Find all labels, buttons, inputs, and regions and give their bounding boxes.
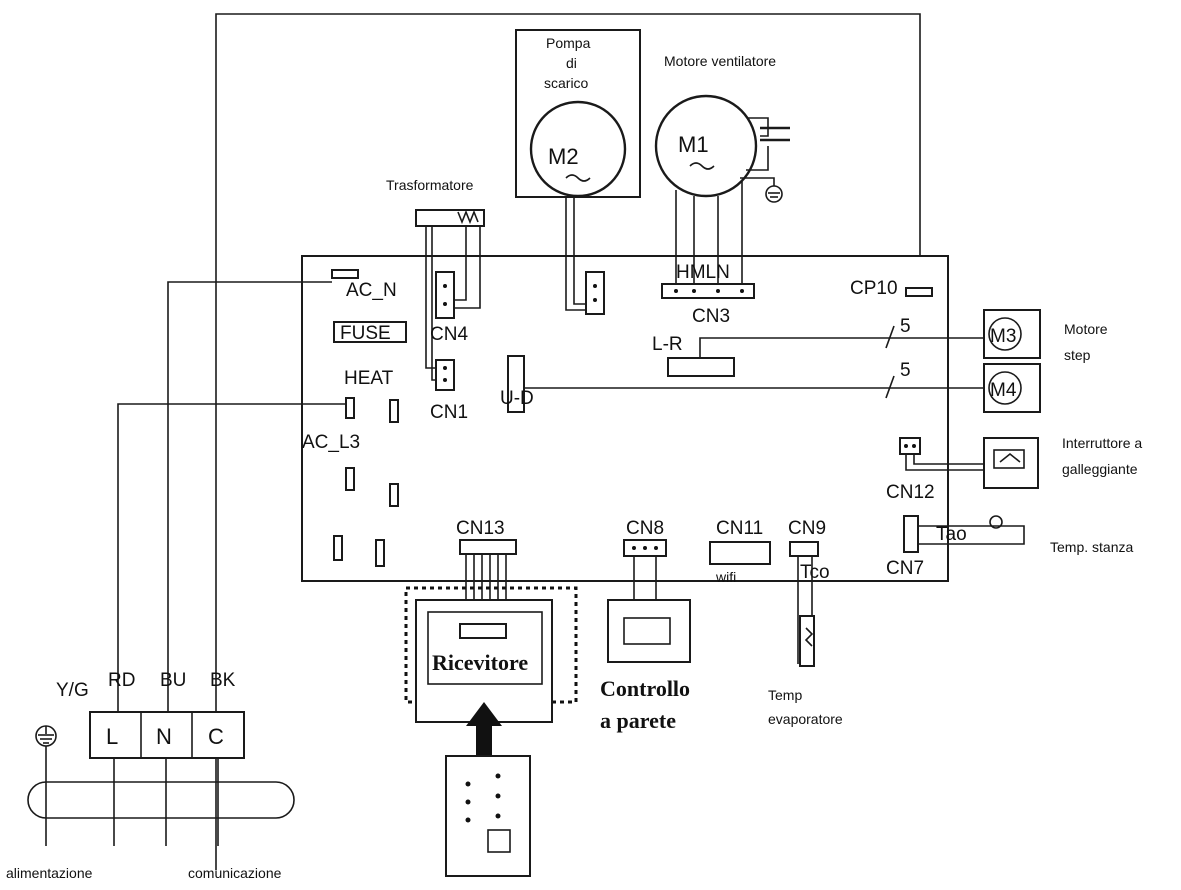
cn11-connector — [709, 541, 771, 565]
board-terminals — [333, 397, 399, 567]
cn12-connector — [899, 437, 921, 455]
m2-label: M2 — [548, 144, 579, 169]
count-label-a: 5 — [900, 316, 911, 337]
cn13-label: CN13 — [456, 518, 505, 539]
receiver-label: Ricevitore — [432, 650, 528, 675]
yg-label: Y/G — [56, 680, 89, 701]
m3-label: M3 — [990, 326, 1016, 347]
wall-ctrl-label-1: Controllo — [600, 676, 690, 701]
bu-label: BU — [160, 670, 186, 691]
transformer: Trasformatore — [386, 177, 485, 391]
pump-connector — [585, 271, 605, 315]
cn12-label: CN12 — [886, 482, 935, 503]
l-r-label: L-R — [652, 334, 683, 355]
u-d-label: U-D — [500, 388, 534, 409]
fuse-box — [333, 321, 407, 343]
step-motors: M3 M4 Motore step — [983, 309, 1108, 413]
evap-temp-label-1: Temp — [768, 687, 802, 703]
cn8-label: CN8 — [626, 518, 664, 539]
ac-n-label: AC_N — [346, 280, 397, 301]
hmln-label: HMLN — [676, 262, 730, 283]
rd-label: RD — [108, 670, 135, 691]
communication-label: comunicazione — [188, 865, 282, 881]
cn13-connector — [459, 539, 517, 555]
cn4-connector — [435, 271, 455, 319]
cn4-label: CN4 — [430, 324, 468, 345]
wall-controller: CN8 Controllo a parete — [600, 518, 691, 733]
heat-label: HEAT — [344, 368, 394, 389]
control-board — [301, 255, 949, 582]
transformer-label: Trasformatore — [386, 177, 474, 193]
cp10-label: CP10 — [850, 278, 898, 299]
cp10-connector — [905, 287, 933, 297]
float-switch: CN12 Interruttore a galleggiante — [886, 435, 1142, 503]
ac-l3-label: AC_L3 — [302, 432, 360, 453]
evaporator-temp-sensor: CN9 Tco Temp evaporatore — [768, 518, 843, 727]
l-r-connector — [667, 357, 735, 377]
room-temp-label: Temp. stanza — [1050, 539, 1133, 555]
cn9-connector — [789, 541, 819, 557]
ac-n-connector — [331, 269, 359, 279]
cn3-label: CN3 — [692, 306, 730, 327]
ground-icon — [35, 725, 57, 747]
tco-label: Tco — [800, 562, 830, 583]
fan-motor: Motore ventilatore M1 HMLN CN3 — [654, 53, 790, 327]
cn1-label: CN1 — [430, 402, 468, 423]
pump-label-1: Pompa — [546, 35, 591, 51]
m1-label: M1 — [678, 132, 709, 157]
terminal-l-label: L — [106, 724, 118, 749]
bk-label: BK — [210, 670, 236, 691]
step-motor-label-2: step — [1064, 347, 1091, 363]
fuse-label: FUSE — [340, 323, 391, 344]
step-motor-label-1: Motore — [1064, 321, 1108, 337]
m4-label: M4 — [990, 380, 1017, 401]
remote-control-icon — [445, 755, 531, 877]
terminal-c-label: C — [208, 724, 224, 749]
arrow-up-icon — [466, 702, 502, 758]
float-switch-label-2: galleggiante — [1062, 461, 1138, 477]
drain-pump: M2 Pompa di scarico — [515, 29, 641, 315]
pump-label-2: di — [566, 55, 577, 71]
room-temp-sensor: Tao CN7 Temp. stanza — [886, 515, 1133, 579]
terminal-block: Y/G RD BU BK L N C alimentazione comunic… — [6, 670, 295, 881]
wifi-label: wifi — [715, 569, 736, 585]
cn7-connector — [903, 515, 919, 553]
cn9-label: CN9 — [788, 518, 826, 539]
power-supply-label: alimentazione — [6, 865, 93, 881]
receiver-assembly: CN13 Ricevitore — [404, 518, 578, 877]
pump-label-3: scarico — [544, 75, 589, 91]
capacitor-icon — [746, 117, 790, 171]
terminal-n-label: N — [156, 724, 172, 749]
cn1-connector — [435, 359, 455, 391]
outer-frame — [215, 13, 921, 870]
ground-icon — [765, 185, 783, 203]
thermistor-icon — [989, 515, 1003, 529]
fan-motor-label: Motore ventilatore — [664, 53, 776, 69]
cn7-label: CN7 — [886, 558, 924, 579]
cn3-connector — [661, 283, 755, 299]
float-switch-label-1: Interruttore a — [1062, 435, 1142, 451]
evap-temp-label-2: evaporatore — [768, 711, 843, 727]
count-label-b: 5 — [900, 360, 911, 381]
wall-ctrl-label-2: a parete — [600, 708, 676, 733]
cn11-label: CN11 — [716, 518, 763, 539]
tao-label: Tao — [936, 524, 967, 545]
u-d-connector — [507, 355, 525, 413]
